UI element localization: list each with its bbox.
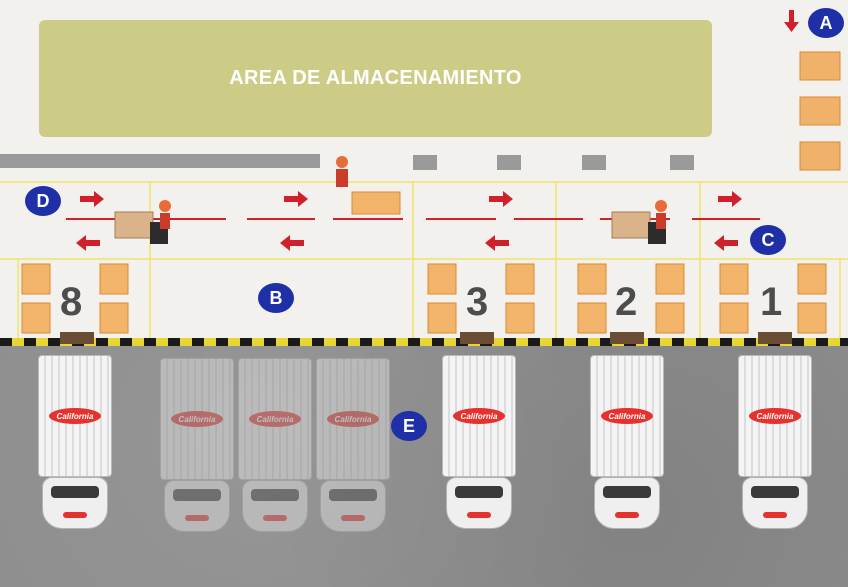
truck-logo: California (749, 408, 801, 424)
arrow-right-icon (80, 191, 104, 207)
truck-cab (594, 477, 660, 529)
stacked-pallets (799, 51, 841, 171)
dock-leveler (758, 332, 792, 344)
truck-dock-8: California (38, 355, 112, 535)
lane-grid (0, 181, 848, 338)
floor-pallets (21, 263, 827, 334)
truck-ghost: California (160, 358, 234, 538)
truck-logo: California (171, 411, 223, 427)
column (413, 155, 437, 170)
dock-number-3: 3 (466, 280, 489, 324)
arrow-right-icon (284, 191, 308, 207)
column (497, 155, 521, 170)
truck-dock-3: California (442, 355, 516, 535)
zone-badge-c: C (750, 225, 786, 255)
arrow-right-icon (489, 191, 513, 207)
dock-leveler (60, 332, 94, 344)
truck-logo: California (453, 408, 505, 424)
column (670, 155, 694, 170)
hazard-stripe (0, 338, 848, 346)
storage-area: AREA DE ALMACENAMIENTO (39, 20, 712, 137)
truck-logo: California (601, 408, 653, 424)
truck-cab (320, 480, 386, 532)
zone-badge-e: E (391, 411, 427, 441)
truck-dock-2: California (590, 355, 664, 535)
arrow-down-icon (784, 10, 799, 32)
truck-cab (42, 477, 108, 529)
truck-ghost: California (238, 358, 312, 538)
truck-logo: California (49, 408, 101, 424)
wall-segment (0, 154, 320, 168)
dock-number-2: 2 (615, 280, 638, 324)
dock-number-1: 1 (760, 280, 783, 324)
traffic-arrows (76, 10, 799, 251)
truck-cab (446, 477, 512, 529)
arrow-left-icon (714, 235, 738, 251)
dock-leveler (610, 332, 644, 344)
truck-cab (742, 477, 808, 529)
arrow-left-icon (280, 235, 304, 251)
zone-badge-b: B (258, 283, 294, 313)
dock-leveler (460, 332, 494, 344)
worker-with-hand-truck (336, 156, 401, 215)
truck-logo: California (249, 411, 301, 427)
dock-number-8: 8 (60, 280, 83, 324)
arrow-right-icon (718, 191, 742, 207)
truck-logo: California (327, 411, 379, 427)
worker-with-pallet-jack (611, 200, 667, 244)
loading-yard (0, 342, 848, 587)
truck-ghost: California (316, 358, 390, 538)
zone-badge-d: D (25, 186, 61, 216)
arrow-left-icon (76, 235, 100, 251)
worker-with-pallet-jack (114, 200, 171, 244)
truck-dock-1: California (738, 355, 812, 535)
truck-cab (164, 480, 230, 532)
column (582, 155, 606, 170)
zone-badge-a: A (808, 8, 844, 38)
truck-cab (242, 480, 308, 532)
arrow-left-icon (485, 235, 509, 251)
storage-area-label: AREA DE ALMACENAMIENTO (229, 67, 522, 89)
